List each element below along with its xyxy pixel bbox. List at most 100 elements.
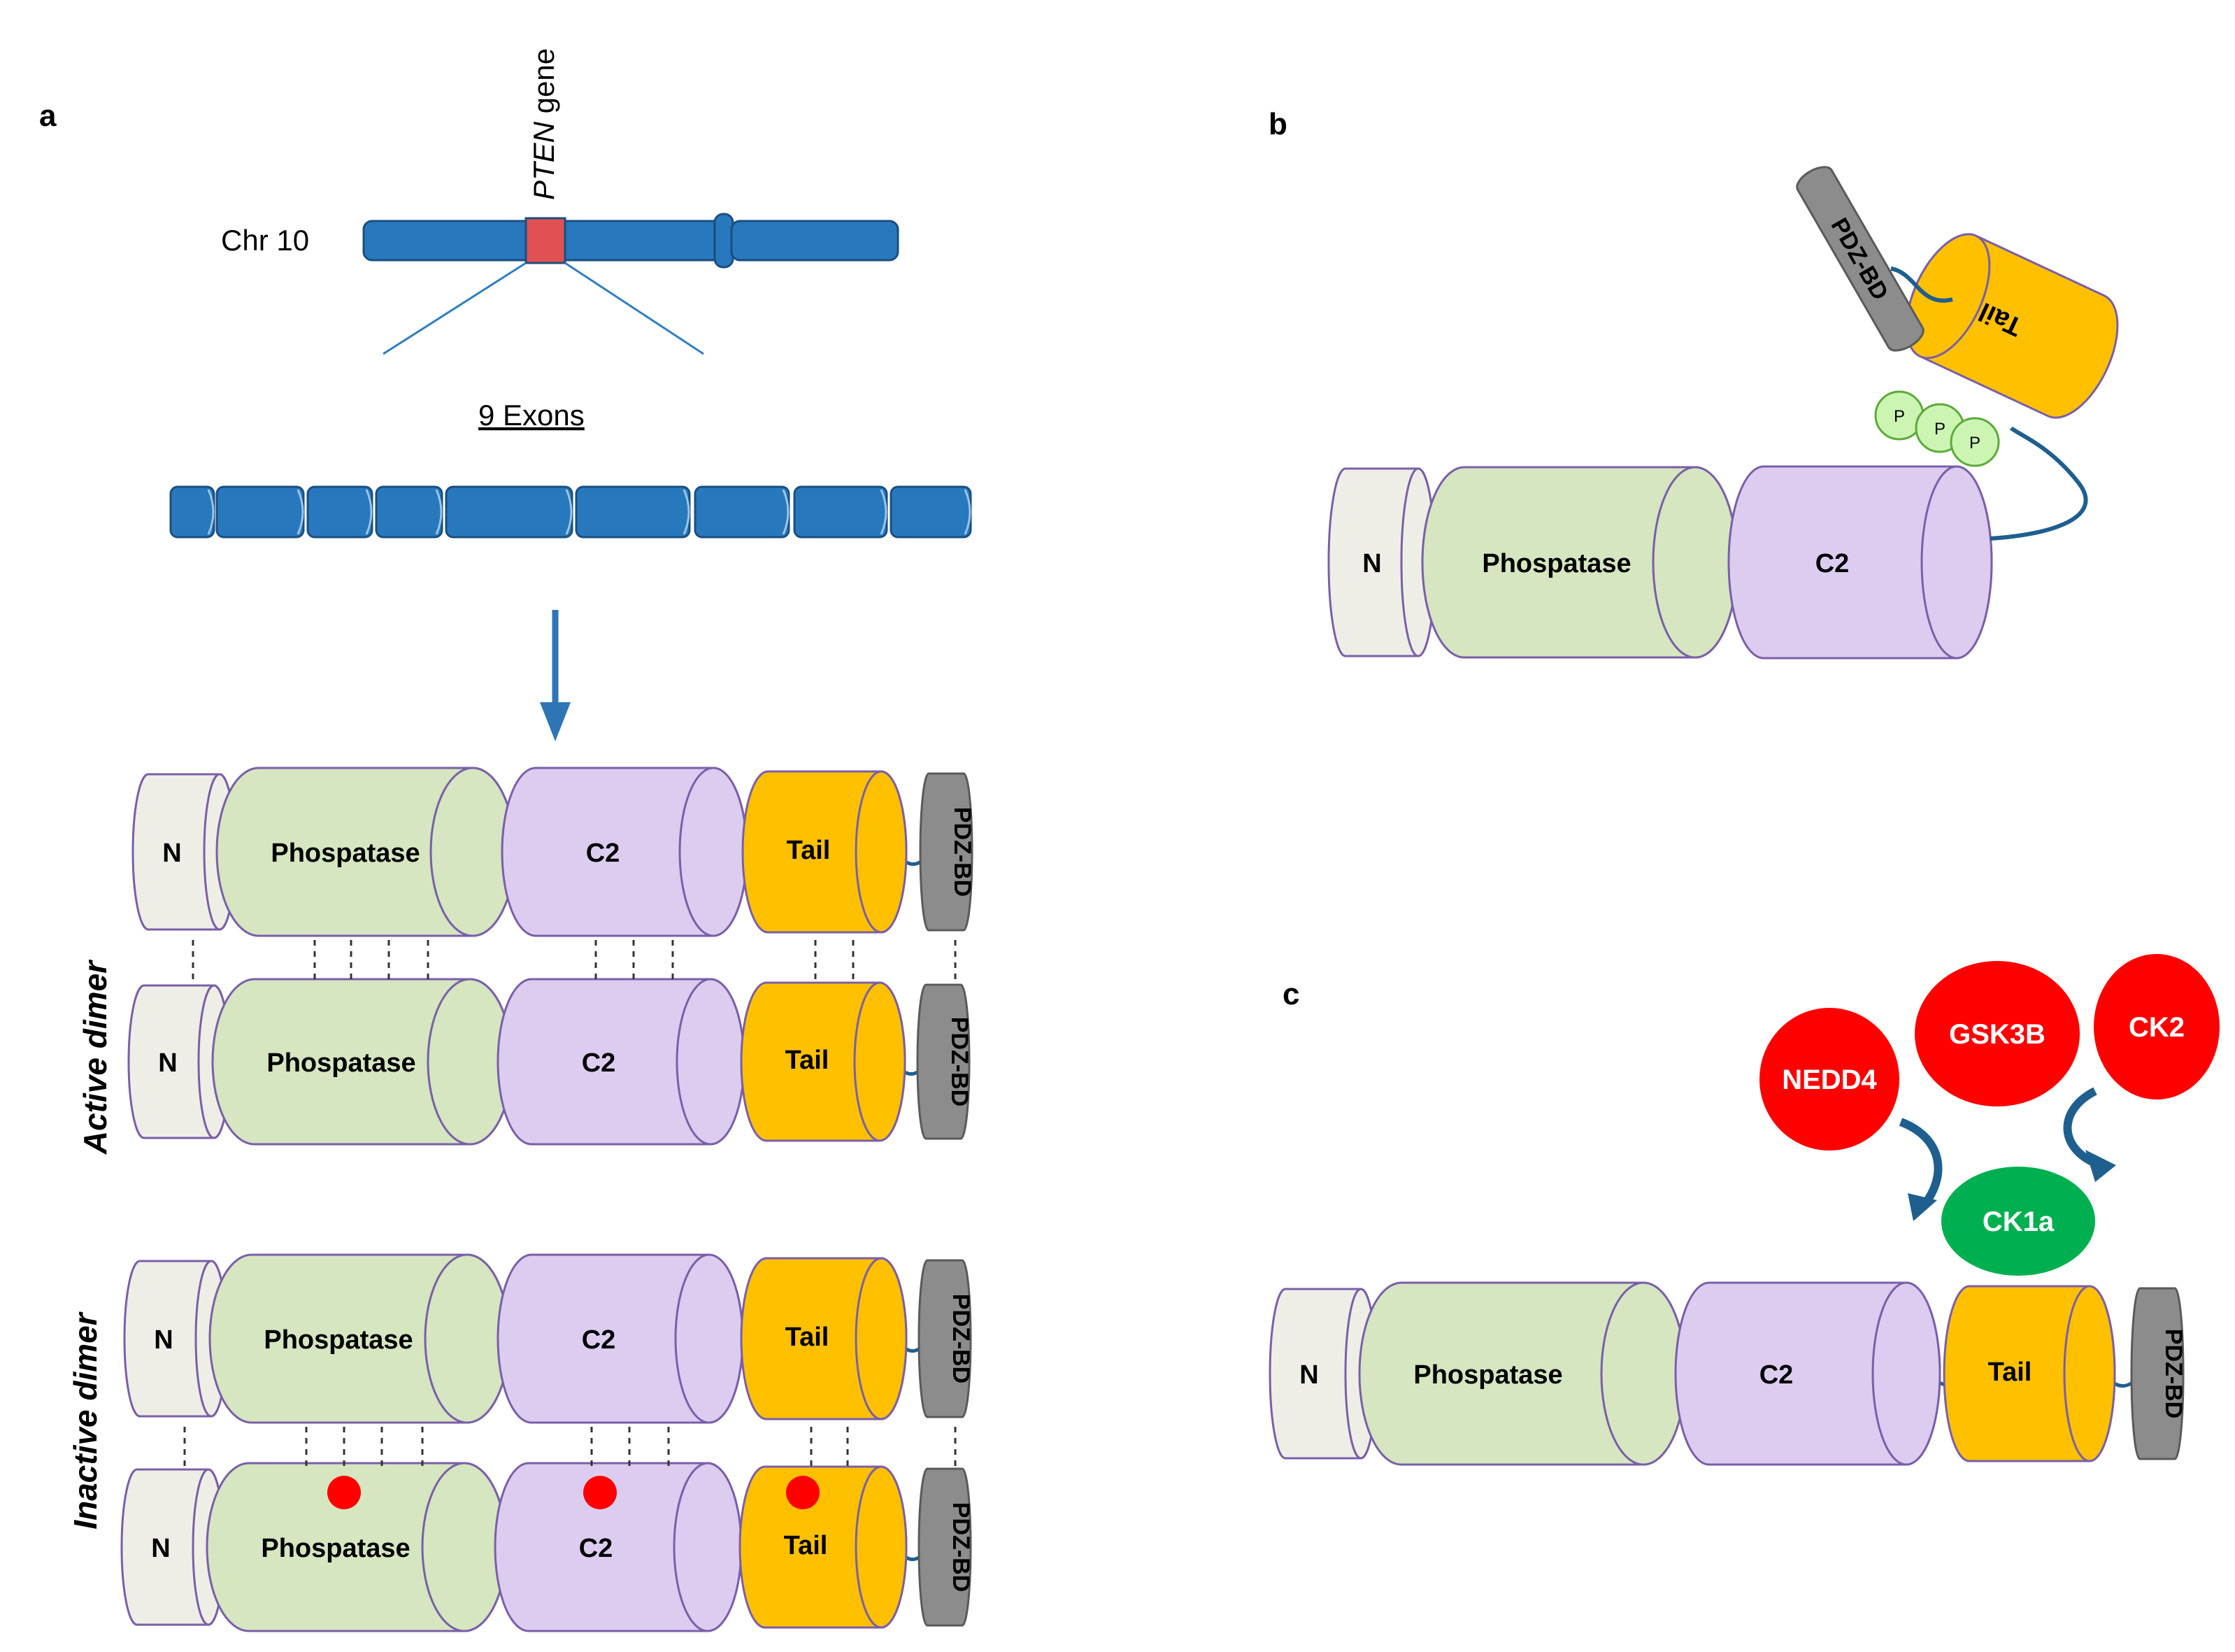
n-label: N	[1362, 549, 1381, 578]
phosphatase-label: Phospatase	[261, 1534, 410, 1563]
phosphatase-domain	[215, 767, 516, 937]
ck1a-kinase	[1941, 1167, 2095, 1276]
exon-3	[306, 485, 373, 539]
priming-arrowhead-right	[2085, 1150, 2116, 1182]
n-label: N	[151, 1534, 170, 1563]
active-dimer-contacts	[192, 940, 957, 979]
pdz-domain: PDZ-BD	[919, 772, 976, 932]
c2-domain	[497, 978, 745, 1146]
tail-label: Tail	[785, 1046, 829, 1075]
tail-domain	[1943, 1285, 2116, 1462]
kinase-group: NEDD4 GSK3B CK2 CK1a	[1759, 954, 2220, 1276]
phosphatase-domain	[208, 1253, 510, 1424]
inactive-dimer-chain-2: N Phospatase C2 Tail PDZ-BD	[120, 1462, 974, 1632]
exon-2	[215, 485, 305, 539]
inactive-dimer-chain-1: N Phospatase C2 Tail PDZ-BD	[123, 1253, 974, 1424]
phosphatase-domain	[206, 1462, 508, 1632]
nedd4-kinase	[1759, 1008, 1899, 1151]
phosphatase-label: Phospatase	[264, 1325, 413, 1355]
priming-arrow-right	[2063, 1087, 2099, 1168]
exon-4	[375, 485, 443, 539]
tail-label: Tail	[785, 1323, 829, 1352]
n-label: N	[154, 1325, 173, 1355]
ck1a-label: CK1a	[1983, 1206, 2055, 1237]
priming-arrowhead-left	[1908, 1193, 1937, 1221]
c2-label: C2	[1815, 549, 1850, 578]
pten-gene-label: PTEN gene	[527, 48, 560, 200]
phosphatase-domain	[1358, 1281, 1687, 1466]
phosphatase-domain	[211, 978, 513, 1146]
pten-gene-locus	[524, 217, 566, 264]
tail-domain-rotated: Tail	[1905, 233, 2119, 419]
tail-linker	[1990, 426, 2088, 541]
c2-label: C2	[582, 1325, 616, 1355]
n-label: N	[158, 1048, 177, 1078]
n-label: N	[1299, 1360, 1318, 1390]
phosphatase-label: Phospatase	[266, 1048, 415, 1078]
pdz-domain-label: PDZ-BD	[946, 1017, 973, 1106]
chromosome-label: Chr 10	[221, 224, 309, 257]
panel-b-letter: b	[1269, 107, 1287, 141]
tail-label: Tail	[784, 1531, 828, 1560]
exon-6	[575, 485, 691, 539]
inactivating-mark	[786, 1476, 820, 1509]
exon-5	[445, 485, 573, 539]
active-dimer-chain-1: N Phospatase C2 Tail PDZ-BD	[131, 767, 976, 937]
active-dimer-chain-2: N Phospatase C2 Tail PDZ-BD	[127, 978, 973, 1146]
phosphatase-label: Phospatase	[271, 839, 420, 868]
c2-label: C2	[582, 1048, 616, 1078]
tail-domain	[738, 1465, 908, 1629]
gsk3b-kinase	[1915, 961, 2080, 1106]
pdz-domain-rotated: PDZ-BD	[1796, 166, 1925, 352]
exon-1	[169, 485, 215, 539]
c2-label: C2	[586, 839, 620, 868]
tail-domain	[740, 981, 906, 1142]
c2-label: C2	[1759, 1360, 1794, 1390]
c2-domain	[1674, 1281, 1941, 1466]
inactive-dimer-contacts	[183, 1427, 957, 1466]
gsk3b-label: GSK3B	[1949, 1019, 2045, 1050]
pdz-domain: PDZ-BD	[916, 983, 973, 1140]
inactivating-mark	[327, 1476, 361, 1509]
active-dimer-label: Active dimer	[77, 960, 113, 1155]
panel-a-letter: a	[39, 99, 57, 133]
c2-domain	[497, 1253, 744, 1424]
expression-arrow	[540, 610, 571, 741]
c2-label: C2	[579, 1534, 613, 1563]
pdz-domain: PDZ-BD	[2130, 1287, 2187, 1460]
tail-domain	[741, 770, 908, 934]
panel-c-letter: c	[1283, 977, 1299, 1011]
inactive-dimer-label: Inactive dimer	[67, 1311, 103, 1529]
phosphatase-domain	[1421, 466, 1738, 659]
pdz-domain: PDZ-BD	[917, 1467, 974, 1627]
ck2-label: CK2	[2129, 1012, 2185, 1043]
ck2-kinase	[2094, 954, 2220, 1099]
tail-label: Tail	[787, 836, 831, 865]
nedd4-label: NEDD4	[1782, 1064, 1877, 1095]
exon-track	[169, 485, 972, 539]
n-domain	[1327, 467, 1436, 657]
svg-text:P: P	[1969, 434, 1980, 453]
priming-arrow-left	[1899, 1118, 1943, 1207]
pdz-domain-label: PDZ-BD	[948, 1294, 974, 1383]
inactivating-mark	[583, 1476, 617, 1509]
n-label: N	[162, 839, 181, 868]
pdz-domain-label: PDZ-BD	[948, 1502, 974, 1592]
chromosome-q-arm	[730, 220, 899, 262]
n-domain	[131, 773, 236, 931]
exon-7	[694, 485, 790, 539]
phosphate-3: P	[1950, 417, 2000, 467]
svg-text:P: P	[1894, 407, 1905, 426]
tail-domain	[1905, 233, 2119, 419]
svg-text:P: P	[1934, 420, 1945, 439]
pdz-linker	[1890, 266, 1953, 303]
pdz-domain-label: PDZ-BD	[2160, 1329, 2187, 1418]
c2-domain	[1727, 465, 1993, 660]
chromosome-10: Chr 10 PTEN gene 9 Exons	[221, 48, 899, 432]
exons-label: 9 Exons	[478, 399, 585, 432]
exon-9	[890, 485, 972, 539]
c2-domain	[494, 1462, 743, 1632]
